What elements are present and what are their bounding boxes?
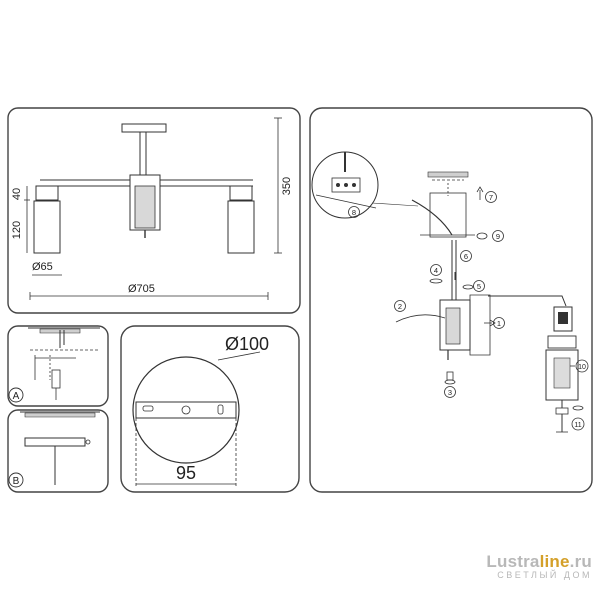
dim-plate-diameter: Ø100 (225, 334, 269, 354)
assembly-socket (553, 306, 573, 332)
callout-3-label: 3 (448, 388, 452, 397)
callout-2: 2 (394, 300, 406, 312)
anchor-a (51, 369, 61, 389)
callout-9: 9 (492, 230, 504, 242)
callout-3: 3 (444, 386, 456, 398)
dim-shade-height: 120 (11, 221, 23, 239)
bracket-slot-right (217, 404, 224, 415)
panel-b-border (7, 409, 109, 493)
callout-6: 6 (460, 250, 472, 262)
bracket-slot-left (142, 405, 154, 412)
assembly-wire-2 (395, 314, 446, 323)
detail-terminal-block (331, 177, 361, 193)
panel-plate-border (120, 325, 300, 493)
callout-8-label: 8 (352, 208, 356, 217)
watermark: Lustraline.ru СВЕТЛЫЙ ДОМ (452, 552, 592, 580)
assembly-side-plate (469, 294, 491, 356)
panel-a: A (7, 325, 109, 407)
watermark-brand-tld: .ru (569, 552, 592, 571)
watermark-brand-accent: line (539, 552, 570, 571)
callout-10-label: 10 (578, 364, 586, 371)
mounting-bracket (135, 401, 237, 419)
callout-6-label: 6 (464, 252, 468, 261)
panel-b-badge (8, 472, 24, 488)
callout-11: 11 (571, 417, 585, 431)
ceiling-canopy (121, 123, 167, 133)
panel-a-border (7, 325, 109, 407)
callout-1: 1 (493, 317, 505, 329)
panel-assembly: 1 2 3 4 5 6 7 8 (309, 107, 593, 493)
dim-span-diameter: Ø705 (128, 283, 155, 295)
assembly-shade-top (547, 335, 577, 349)
bracket-center-hole (181, 405, 191, 415)
center-body-insert (134, 185, 156, 229)
left-shade-top (35, 185, 59, 201)
ceiling-hatch-b (24, 412, 96, 418)
ceiling-hatch-assembly (427, 171, 469, 178)
callout-5: 5 (473, 280, 485, 292)
panel-a-label: A (13, 391, 20, 402)
callout-10: 10 (575, 359, 589, 373)
panel-dimensions-border (7, 107, 301, 314)
panel-assembly-border (309, 107, 593, 493)
callout-4: 4 (430, 264, 442, 276)
callout-8: 8 (348, 206, 360, 218)
right-shade-top (229, 185, 253, 201)
dim-shade-diameter: Ø65 (32, 261, 53, 273)
watermark-brand-main: Lustra (486, 552, 540, 571)
callout-5-label: 5 (477, 282, 481, 291)
callout-7: 7 (485, 191, 497, 203)
dim-top-segment: 40 (11, 188, 23, 200)
assembly-wire (411, 199, 453, 236)
canopy-b (24, 437, 86, 447)
callout-4-label: 4 (434, 266, 438, 275)
panel-b: B (7, 409, 109, 493)
assembly-bulb-cap (555, 407, 569, 415)
callout-7-label: 7 (489, 193, 493, 202)
callout-9-label: 9 (496, 232, 500, 241)
panel-b-label: B (13, 476, 20, 487)
assembly-bracket (429, 192, 467, 238)
panel-dimensions: 40 120 Ø65 Ø705 350 (7, 107, 301, 314)
dim-total-height: 350 (281, 177, 293, 195)
mounting-plate-circle (132, 356, 240, 464)
callout-1-label: 1 (497, 319, 501, 328)
arm-left (40, 179, 131, 187)
dim-plate-width: 95 (176, 463, 196, 483)
panel-a-badge (8, 387, 24, 403)
arm-right (159, 179, 253, 187)
panel-mounting-plate: Ø100 95 (120, 325, 300, 493)
callout-2-label: 2 (398, 302, 402, 311)
watermark-tagline: СВЕТЛЫЙ ДОМ (497, 570, 592, 580)
left-shade (33, 200, 61, 254)
assembly-arm (488, 295, 567, 307)
screw-b (85, 439, 91, 445)
watermark-brand: Lustraline.ru (452, 552, 592, 572)
right-shade (227, 200, 255, 254)
callout-11-label: 11 (574, 422, 581, 429)
